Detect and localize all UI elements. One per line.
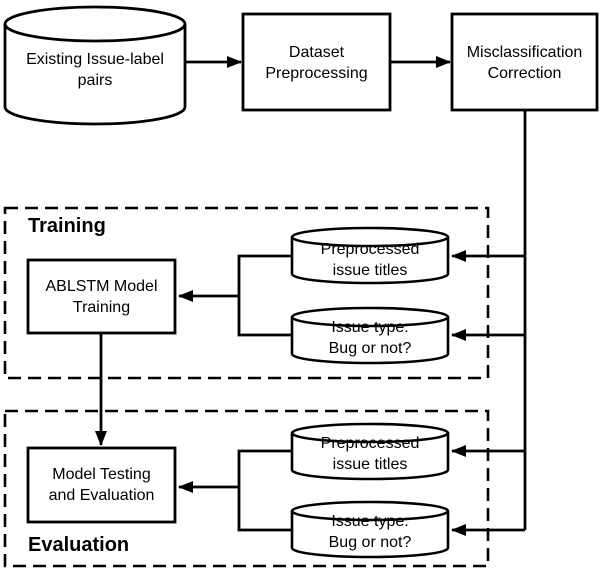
misclassification-correction-label-line1: Misclassification bbox=[466, 44, 583, 61]
train-labels-cylinder bbox=[290, 306, 450, 365]
misclassification-correction-box bbox=[450, 12, 599, 112]
eval-titles-label-line2: issue titles bbox=[332, 456, 408, 473]
evaluation-section-frame bbox=[3, 409, 490, 568]
model-testing-label-line1: Model Testing bbox=[52, 466, 151, 483]
train-titles-label-line2: issue titles bbox=[332, 262, 408, 279]
eval-titles-label: Preprocessed issue titles bbox=[292, 433, 448, 475]
training-bracket-connector bbox=[237, 254, 292, 337]
eval-labels-label-line2: Bug or not? bbox=[328, 534, 412, 551]
train-labels-label-line2: Bug or not? bbox=[328, 340, 412, 357]
existing-pairs-cylinder bbox=[3, 5, 187, 126]
existing-pairs-label-line1: Existing Issue-label bbox=[26, 51, 164, 68]
train-titles-label-line1: Preprocessed bbox=[320, 241, 420, 258]
model-testing-box bbox=[26, 446, 177, 524]
eval-labels-cylinder bbox=[290, 500, 450, 559]
eval-labels-label: Issue type: Bug or not? bbox=[292, 511, 448, 553]
dataset-preprocessing-label: Dataset Preprocessing bbox=[243, 42, 390, 84]
eval-titles-cylinder bbox=[290, 422, 450, 481]
ablstm-training-label: ABLSTM Model Training bbox=[28, 276, 175, 318]
training-section-label: Training bbox=[28, 215, 106, 237]
existing-pairs-label: Existing Issue-label pairs bbox=[5, 49, 185, 91]
training-section-frame bbox=[3, 206, 490, 380]
evaluation-bracket-connector bbox=[237, 449, 292, 532]
model-testing-label: Model Testing and Evaluation bbox=[28, 464, 175, 506]
ablstm-training-box bbox=[26, 258, 177, 335]
existing-pairs-label-line2: pairs bbox=[77, 72, 113, 89]
misclassification-correction-label-line2: Correction bbox=[487, 65, 562, 82]
evaluation-section-label: Evaluation bbox=[28, 534, 130, 556]
eval-labels-label-line1: Issue type: bbox=[331, 513, 409, 530]
eval-titles-label-line1: Preprocessed bbox=[320, 435, 420, 452]
train-titles-label: Preprocessed issue titles bbox=[292, 239, 448, 281]
train-labels-label-line1: Issue type: bbox=[331, 319, 409, 336]
model-testing-label-line2: and Evaluation bbox=[48, 487, 155, 504]
dataset-preprocessing-label-line2: Preprocessing bbox=[265, 65, 368, 82]
dataset-preprocessing-label-line1: Dataset bbox=[288, 44, 345, 61]
train-labels-label: Issue type: Bug or not? bbox=[292, 317, 448, 359]
misclassification-correction-label: Misclassification Correction bbox=[452, 42, 597, 84]
dataset-preprocessing-box bbox=[241, 12, 392, 112]
ablstm-training-label-line2: Training bbox=[72, 299, 131, 316]
train-titles-cylinder bbox=[290, 226, 450, 285]
ablstm-training-label-line1: ABLSTM Model bbox=[45, 278, 158, 295]
